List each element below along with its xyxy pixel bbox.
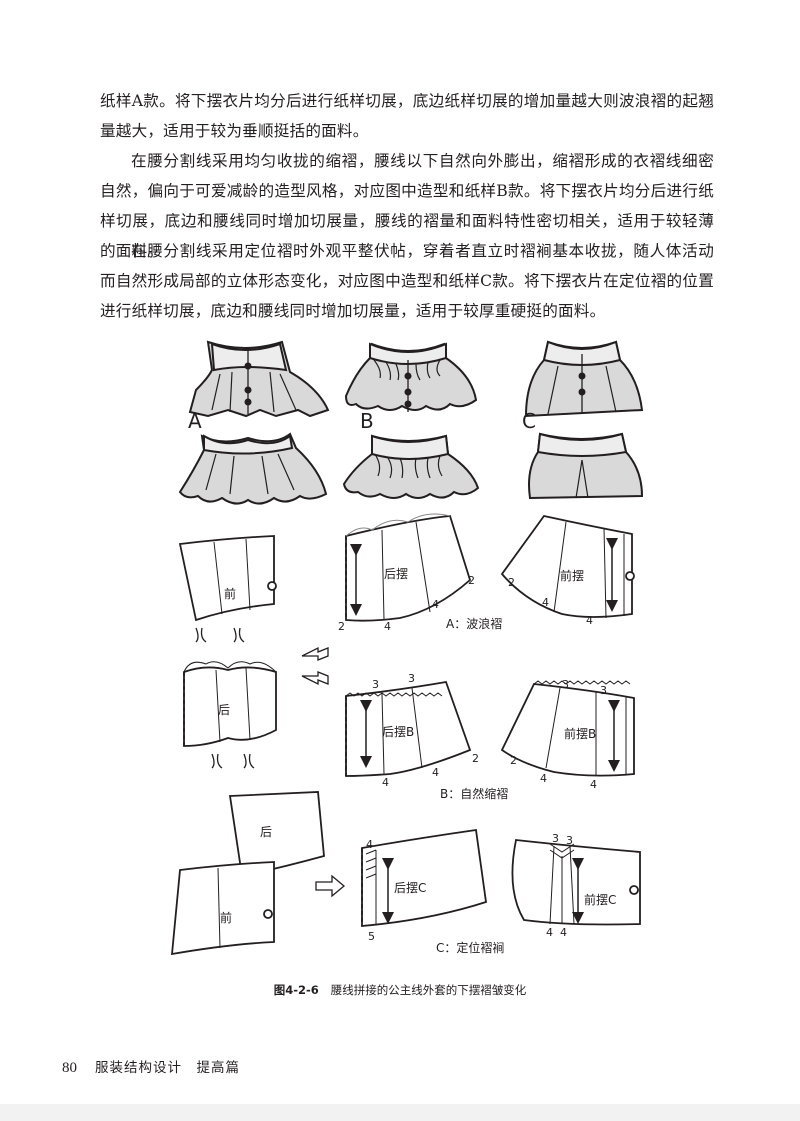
piece-label-back-2: 后 <box>260 825 272 839</box>
measure-c-front-bottom4b: 4 <box>560 926 567 939</box>
piece-label-front-2: 前 <box>220 910 232 925</box>
measure-c-back-bottom5: 5 <box>368 930 375 943</box>
style-b-front-hem-pattern <box>500 680 635 777</box>
style-label-a: A <box>188 409 202 433</box>
piece-label-b-front: 前摆B <box>564 726 596 741</box>
measure-c-back-top4: 4 <box>366 838 373 851</box>
figure-number: 图4-2-6 <box>273 983 319 997</box>
measure-c-front-top3: 3 <box>552 832 559 845</box>
measure-a-front-left2: 2 <box>508 576 515 589</box>
front-pattern-piece <box>178 535 277 622</box>
style-a-front-hem-pattern <box>500 514 635 619</box>
figure-caption: 图4-2-6 腰线拼接的公主线外套的下摆褶皱变化 <box>0 982 800 998</box>
piece-label-a-back: 后摆 <box>384 567 408 581</box>
back-pattern-piece <box>183 661 277 747</box>
measure-b-front-top3: 3 <box>562 678 569 691</box>
measure-b-front-left2: 2 <box>510 754 517 767</box>
style-c-back-illustration <box>528 432 644 500</box>
piece-label-back-1: 后 <box>218 703 230 717</box>
measure-a-front-left4: 4 <box>542 596 549 609</box>
paragraph-3: 在腰分割线采用定位褶时外观平整伏帖，穿着者直立时褶裥基本收拢，随人体活动而自然形… <box>100 242 714 320</box>
caption-style-c: C：定位褶裥 <box>436 940 504 955</box>
figure-caption-text: 腰线拼接的公主线外套的下摆褶皱变化 <box>330 983 527 997</box>
book-title: 服装结构设计 提高篇 <box>95 1060 240 1076</box>
measure-b-back-top3b: 3 <box>408 672 415 685</box>
figure-illustration: A B <box>170 340 644 956</box>
style-b-back-illustration <box>342 434 480 499</box>
style-c-back-hem-pattern <box>361 828 487 927</box>
measure-b-back-bottom4b: 4 <box>432 766 439 779</box>
page-number: 80 <box>62 1060 77 1076</box>
style-c-front-illustration <box>524 340 644 418</box>
measure-c-front-top3b: 3 <box>566 834 573 847</box>
arrow-to-style-b <box>301 671 329 686</box>
page-footer: 80 服装结构设计 提高篇 <box>62 1056 240 1077</box>
caption-style-a: A：波浪褶 <box>446 616 502 631</box>
measure-a-back-left: 2 <box>338 620 345 633</box>
measure-c-front-bottom4: 4 <box>546 926 553 939</box>
paragraph-2: 在腰分割线采用均匀收拢的缩褶，腰线以下自然向外膨出，缩褶形成的衣褶线细密自然，偏… <box>100 152 714 260</box>
measure-b-front-bottom4: 4 <box>540 772 547 785</box>
arrow-to-style-c <box>315 874 346 898</box>
gather-marks-front <box>195 627 245 643</box>
style-label-c: C <box>522 409 536 433</box>
piece-label-front-1: 前 <box>224 586 236 601</box>
measure-b-front-top3b: 3 <box>600 684 607 697</box>
style-c-front-hem-pattern <box>511 839 641 926</box>
style-a-back-original-outline <box>345 513 451 537</box>
style-a-back-hem-pattern <box>345 515 472 622</box>
gather-marks-back <box>211 753 255 769</box>
style-label-b: B <box>360 409 374 433</box>
piece-label-b-back: 后摆B <box>382 725 414 739</box>
piece-label-c-back: 后摆C <box>394 881 426 895</box>
measure-a-back-right4: 4 <box>432 598 439 611</box>
measure-b-front-bottom4b: 4 <box>590 778 597 791</box>
style-a-front-illustration <box>188 340 330 418</box>
page-bottom-band <box>0 1104 800 1121</box>
piece-label-a-front: 前摆 <box>560 568 584 583</box>
measure-b-back-right2: 2 <box>472 752 479 765</box>
paragraph-1: 纸样A款。将下摆衣片均分后进行纸样切展，底边纸样切展的增加量越大则波浪褶的起翘量… <box>100 92 714 140</box>
measure-b-back-top3: 3 <box>372 678 379 691</box>
style-b-front-illustration <box>344 342 478 412</box>
measure-a-back-right2: 2 <box>468 574 475 587</box>
front-pattern-piece-c <box>170 861 275 956</box>
caption-style-b: B：自然缩褶 <box>440 786 508 801</box>
style-a-back-illustration <box>178 432 328 505</box>
measure-a-front-bottom: 4 <box>586 614 593 627</box>
measure-a-back-bottom: 4 <box>384 620 391 633</box>
figure-peplum-variations: A B <box>150 330 670 970</box>
style-b-back-hem-pattern <box>345 680 472 777</box>
arrow-to-style-a <box>301 646 329 661</box>
piece-label-c-front: 前摆C <box>584 892 616 907</box>
measure-b-back-bottom4: 4 <box>382 776 389 789</box>
